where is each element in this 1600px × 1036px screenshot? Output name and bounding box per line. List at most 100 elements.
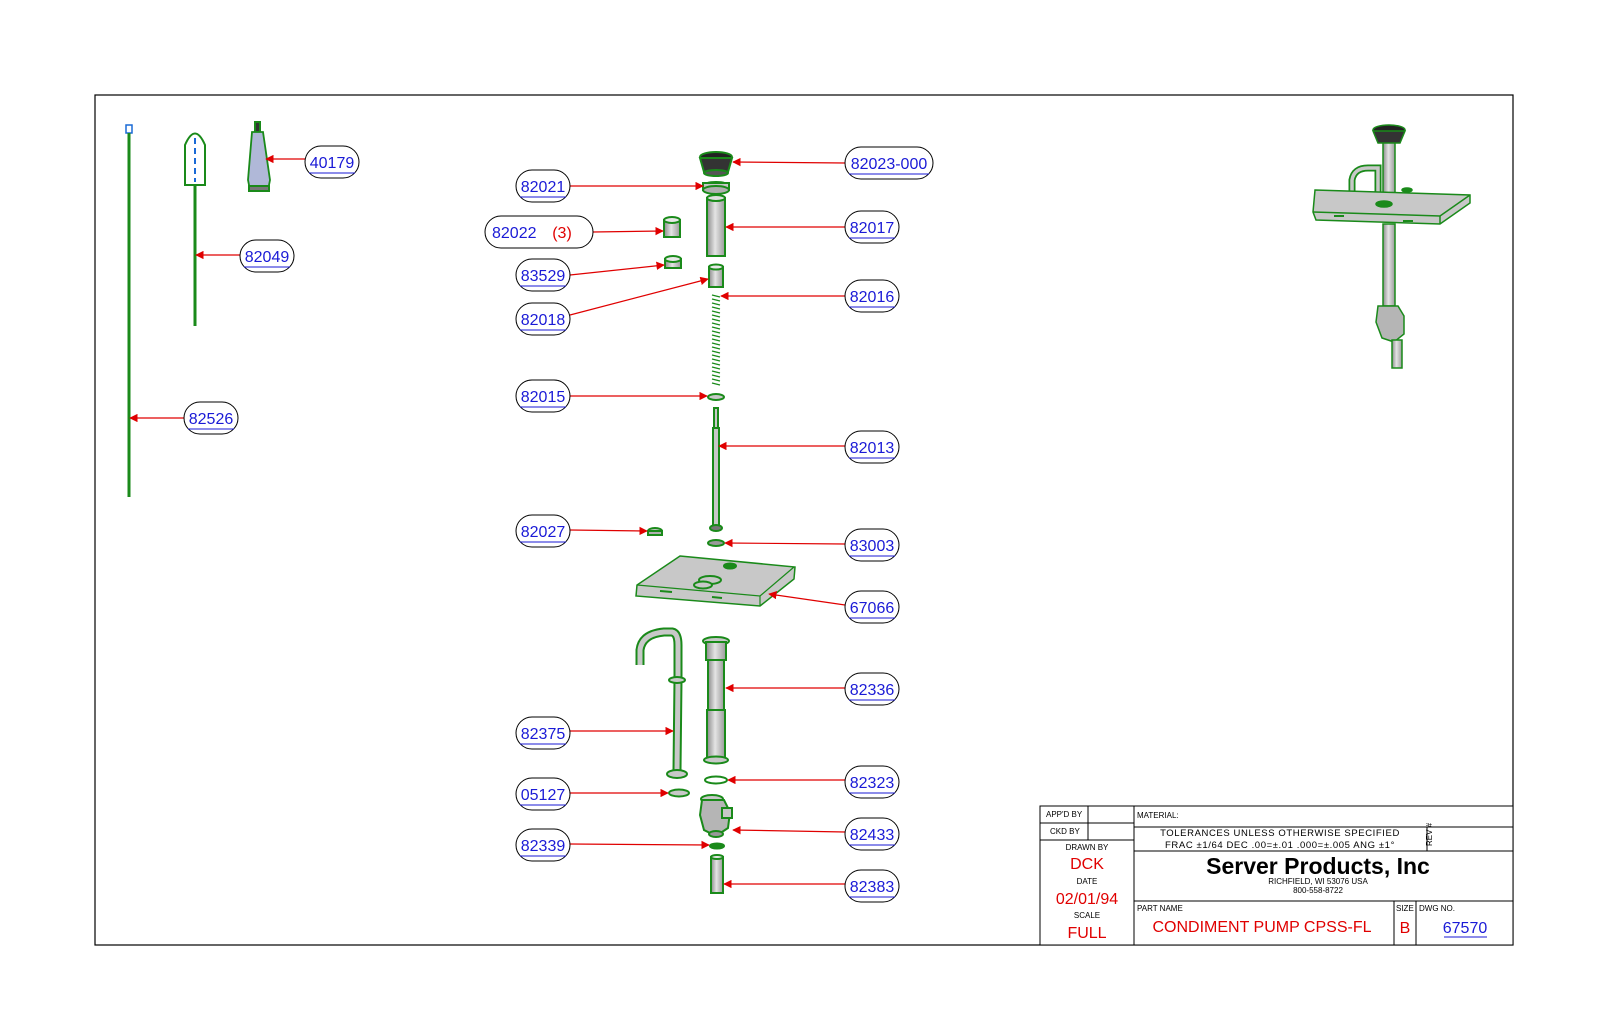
callout-number: 82383 <box>850 879 895 896</box>
callout-82323[interactable]: 82323 <box>844 765 900 799</box>
callout-82016[interactable]: 82016 <box>844 279 900 313</box>
leader-82433 <box>732 825 846 835</box>
scale-label: SCALE <box>1074 911 1100 920</box>
leader-82027 <box>569 526 648 536</box>
callout-82021[interactable]: 82021 <box>515 169 571 203</box>
company-phone: 800-558-8722 <box>1293 886 1343 895</box>
leader-82022 <box>592 226 664 236</box>
callout-82015[interactable]: 82015 <box>515 379 571 413</box>
part-40179-lubricant-tube <box>247 121 271 192</box>
callout-40179[interactable]: 40179 <box>304 145 360 179</box>
callout-number: 82433 <box>850 827 895 844</box>
callout-number: 40179 <box>310 155 355 172</box>
part-67066-plate <box>635 555 796 607</box>
callout-number: 82375 <box>521 726 566 743</box>
date-label: DATE <box>1077 877 1098 886</box>
callout-82383[interactable]: 82383 <box>844 869 900 903</box>
callout-number: 82526 <box>189 411 234 428</box>
part-82022-bushing <box>663 216 681 238</box>
callout-number: 82015 <box>521 389 566 406</box>
callout-number: 82049 <box>245 249 290 266</box>
callout-number: 83003 <box>850 538 895 555</box>
appd-by-label: APP'D BY <box>1046 810 1083 819</box>
part-82049-brush <box>184 132 206 326</box>
part-82018-sleeve <box>708 263 724 288</box>
callout-05127[interactable]: 05127 <box>515 777 571 811</box>
part-82336-pump-tube <box>702 636 730 765</box>
callout-82526[interactable]: 82526 <box>183 401 239 435</box>
callout-82049[interactable]: 82049 <box>239 239 295 273</box>
callout-82018[interactable]: 82018 <box>515 302 571 336</box>
dwg-no-value[interactable]: 67570 <box>1443 920 1488 937</box>
part-82375-spout <box>635 627 688 779</box>
leader-lines <box>129 154 846 889</box>
callout-82336[interactable]: 82336 <box>844 672 900 706</box>
callout-number: 82018 <box>521 312 566 329</box>
callout-number: 82013 <box>850 440 895 457</box>
callouts: 40179 82049 82526 82023-000 82021 82017 <box>183 145 934 903</box>
callout-82022[interactable]: 82022 (3) <box>484 215 594 249</box>
callout-number: 82022 <box>492 225 537 242</box>
scale-value: FULL <box>1067 925 1106 942</box>
callout-quantity: (3) <box>552 225 572 242</box>
part-82021-nut <box>702 181 730 195</box>
callout-number: 82017 <box>850 220 895 237</box>
part-82017-barrel <box>706 194 726 257</box>
callout-82017[interactable]: 82017 <box>844 210 900 244</box>
size-value: B <box>1400 920 1411 937</box>
callout-number: 82021 <box>521 179 566 196</box>
callout-number: 82323 <box>850 775 895 792</box>
drawn-by-label: DRAWN BY <box>1066 843 1109 852</box>
part-82013-shaft <box>709 407 723 532</box>
parts <box>125 121 1471 894</box>
leader-83529 <box>569 261 665 276</box>
callout-82433[interactable]: 82433 <box>844 817 900 851</box>
drawn-by-value: DCK <box>1070 856 1104 873</box>
part-name-label: PART NAME <box>1137 904 1183 913</box>
part-83003-oring <box>707 539 725 547</box>
part-82323-oring <box>704 775 728 785</box>
callout-82027[interactable]: 82027 <box>515 514 571 548</box>
leader-82339 <box>569 840 710 850</box>
tolerances-line-2: FRAC ±1/64 DEC .00=±.01 .000=±.005 ANG ±… <box>1165 840 1395 851</box>
callout-82339[interactable]: 82339 <box>515 828 571 862</box>
callout-number: 82336 <box>850 682 895 699</box>
part-name-value: CONDIMENT PUMP CPSS-FL <box>1153 919 1372 936</box>
part-82016-spring <box>711 294 721 386</box>
callout-82375[interactable]: 82375 <box>515 716 571 750</box>
callout-number: 82016 <box>850 289 895 306</box>
callout-83529[interactable]: 83529 <box>515 258 571 292</box>
callout-number: 05127 <box>521 787 566 804</box>
part-83529-ring <box>664 255 682 269</box>
part-05127-oring <box>668 788 690 798</box>
leader-67066 <box>768 590 846 606</box>
callout-82013[interactable]: 82013 <box>844 430 900 464</box>
drawing-border <box>94 94 1514 946</box>
size-label: SIZE <box>1396 904 1414 913</box>
part-82433-valve-body <box>698 794 733 838</box>
part-82339-oring <box>709 842 725 850</box>
dwg-no-label: DWG NO. <box>1419 904 1455 913</box>
callout-82023-000[interactable]: 82023-000 <box>844 146 934 180</box>
callout-67066[interactable]: 67066 <box>844 590 900 624</box>
callout-number: 82339 <box>521 838 566 855</box>
title-block: APP'D BY CKD BY DRAWN BY DCK DATE 02/01/… <box>1039 805 1514 946</box>
tolerances-line-1: TOLERANCES UNLESS OTHERWISE SPECIFIED <box>1160 828 1400 839</box>
callout-number: 82023-000 <box>851 156 928 173</box>
leader-82018 <box>569 276 709 316</box>
leader-83003 <box>724 538 846 548</box>
assembled-view <box>1312 124 1471 369</box>
rev-label: REV # <box>1425 822 1434 846</box>
ckd-by-label: CKD BY <box>1050 827 1080 836</box>
material-label: MATERIAL: <box>1137 811 1179 820</box>
part-82023-cap <box>698 151 734 177</box>
leader-82023 <box>732 157 846 167</box>
callout-83003[interactable]: 83003 <box>844 528 900 562</box>
part-82027-nut <box>647 527 663 536</box>
part-82526-long-rod <box>125 124 133 497</box>
part-82383-tube <box>710 854 724 894</box>
callout-number: 67066 <box>850 600 895 617</box>
callout-number: 83529 <box>521 268 566 285</box>
date-value: 02/01/94 <box>1056 891 1118 908</box>
